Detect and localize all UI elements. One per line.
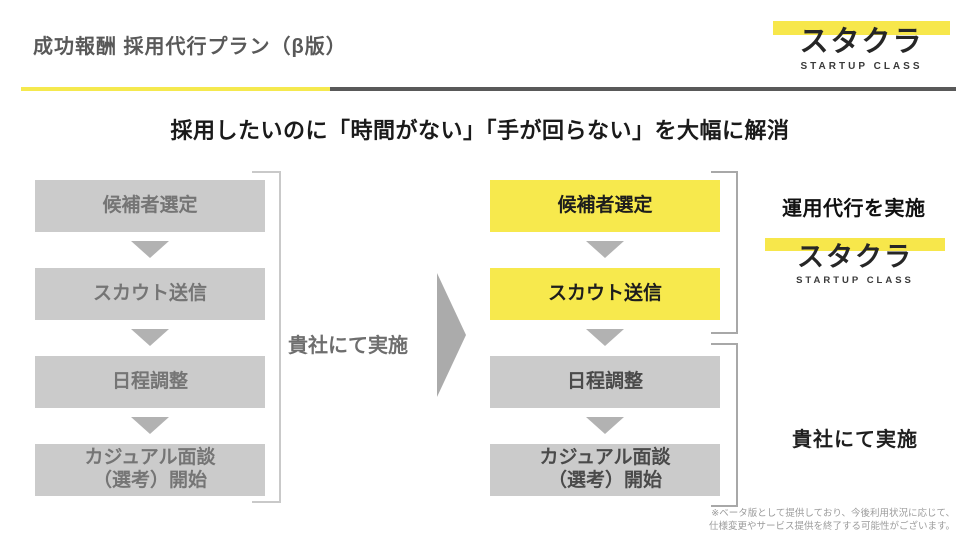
after-step-1: 候補者選定 [490,180,720,232]
after-owner-label: 貴社にて実施 [792,429,918,451]
before-flow: 候補者選定 スカウト送信 日程調整 カジュアル面談 （選考）開始 [35,180,265,496]
down-arrow-icon [586,417,624,434]
down-arrow-icon [131,329,169,346]
down-arrow-icon [131,417,169,434]
delegated-label: 運用代行を実施 [782,198,926,220]
after-step-3: 日程調整 [490,356,720,408]
before-step-3: 日程調整 [35,356,265,408]
before-owner-label: 貴社にて実施 [288,335,408,357]
logo-wordmark: スタクラ [799,26,924,58]
logo-highlight-bar [765,238,945,251]
headline: 採用したいのに「時間がない」「手が回らない」を大幅に解消 [170,118,790,143]
before-step-4: カジュアル面談 （選考）開始 [35,444,265,496]
before-step-2: スカウト送信 [35,268,265,320]
down-arrow-icon [586,241,624,258]
after-step-4: カジュアル面談 （選考）開始 [490,444,720,496]
page-title: 成功報酬 採用代行プラン（β版） [33,36,347,58]
after-flow-bottom-bracket [711,343,738,507]
logo-highlight-bar [773,21,950,35]
divider-gray-segment [330,87,956,91]
right-arrow-icon [437,273,466,397]
after-flow-top-bracket [711,171,738,334]
before-step-1: 候補者選定 [35,180,265,232]
footnote: ※ベータ版として提供しており、今後利用状況に応じて、 仕様変更やサービス提供を終… [708,508,955,532]
before-flow-bracket [252,171,281,503]
after-flow: 候補者選定 スカウト送信 日程調整 カジュアル面談 （選考）開始 [490,180,720,496]
brand-logo: スタクラ STARTUP CLASS [773,21,950,72]
brand-logo-small: スタクラ STARTUP CLASS [765,238,945,286]
down-arrow-icon [586,329,624,346]
after-step-2: スカウト送信 [490,268,720,320]
logo-wordmark: スタクラ [797,242,913,272]
divider-accent-segment [21,87,330,91]
logo-tagline: STARTUP CLASS [800,61,923,72]
down-arrow-icon [131,241,169,258]
logo-tagline: STARTUP CLASS [796,275,914,286]
